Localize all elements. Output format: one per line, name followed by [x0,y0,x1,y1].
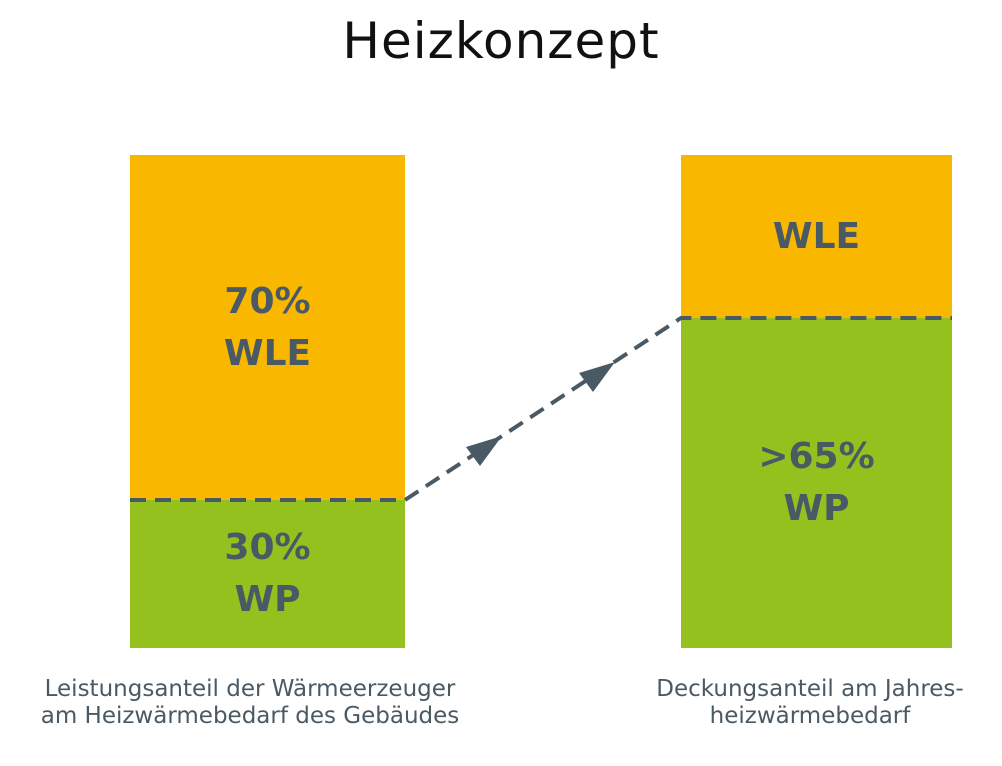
right-wp-percent: >65% [758,436,875,477]
left-wle-percent: 70% [224,280,311,322]
right-wp-label: WP [783,488,850,529]
right-wle-label: WLE [772,215,861,257]
left-bar-wle-segment: 70% WLE [130,155,405,500]
left-wle-label: WLE [223,332,312,374]
left-caption: Leistungsanteil der Wärmeerzeuger am Hei… [0,676,500,730]
right-bar-wle-segment: WLE [681,155,952,318]
right-caption: Deckungsanteil am Jahres- heizwärmebedar… [600,676,1002,730]
dashed-connector-line [130,316,952,502]
left-bar-wp-segment: 30% WP [130,500,405,648]
arrowhead-icon [579,362,615,392]
diagram-title: Heizkonzept [342,12,660,70]
left-caption-line-2: am Heizwärmebedarf des Gebäudes [40,703,460,729]
left-wp-label: WP [234,579,301,620]
right-bar-wp-segment: >65% WP [681,318,952,648]
right-caption-line-2: heizwärmebedarf [709,703,911,729]
left-caption-line-1: Leistungsanteil der Wärmeerzeuger [44,676,456,702]
arrowhead-icon [466,436,502,466]
left-wp-percent: 30% [224,527,311,568]
right-caption-line-1: Deckungsanteil am Jahres- [656,676,964,702]
